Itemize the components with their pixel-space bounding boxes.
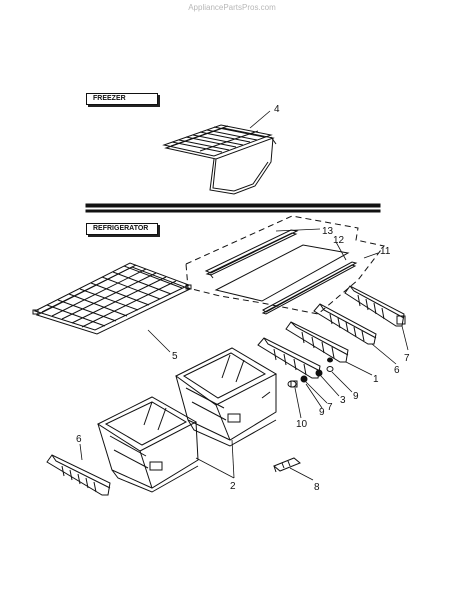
callout-7: 7 <box>404 353 410 364</box>
callout-6-lower: 6 <box>76 434 82 445</box>
callout-9: 9 <box>353 391 359 402</box>
callout-7-lower: 7 <box>327 402 333 413</box>
callout-12: 12 <box>333 235 345 246</box>
watermark: AppliancePartsPros.com <box>188 3 276 12</box>
callout-3: 3 <box>340 395 346 406</box>
shelf-support-rail-lower <box>286 322 348 362</box>
callout-10: 10 <box>296 419 308 430</box>
callout-1: 1 <box>373 374 379 385</box>
callout-9-lower: 9 <box>319 407 325 418</box>
shelf-clip <box>274 458 300 472</box>
callout-numbers: 4 13 12 11 5 7 6 1 9 3 7 9 10 2 6 8 <box>76 104 410 493</box>
refrigerator-wire-shelf <box>33 263 191 334</box>
cam-and-screws <box>288 358 333 387</box>
callout-11: 11 <box>380 246 391 257</box>
callout-4: 4 <box>274 104 280 115</box>
divider-bar-bottom <box>86 210 380 212</box>
callout-13: 13 <box>322 226 334 237</box>
crisper-slide-lower <box>47 455 110 495</box>
callout-8: 8 <box>314 482 320 493</box>
divider-bar-top <box>86 204 380 207</box>
glass-shelf-assembly-outline <box>186 216 384 314</box>
callout-2: 2 <box>230 481 236 492</box>
callout-6: 6 <box>394 365 400 376</box>
refrigerator-label: REFRIGERATOR <box>86 223 158 235</box>
glass-shelf <box>206 230 356 314</box>
callout-5: 5 <box>172 351 178 362</box>
leader-lines <box>80 111 408 480</box>
crisper-drawer-upper <box>176 348 276 446</box>
freezer-wire-shelf <box>164 125 276 194</box>
crisper-drawer-lower <box>98 397 198 492</box>
crisper-slide-upper <box>314 304 376 344</box>
freezer-label: FREEZER <box>86 93 158 105</box>
shelf-support-rail-upper <box>345 286 405 326</box>
